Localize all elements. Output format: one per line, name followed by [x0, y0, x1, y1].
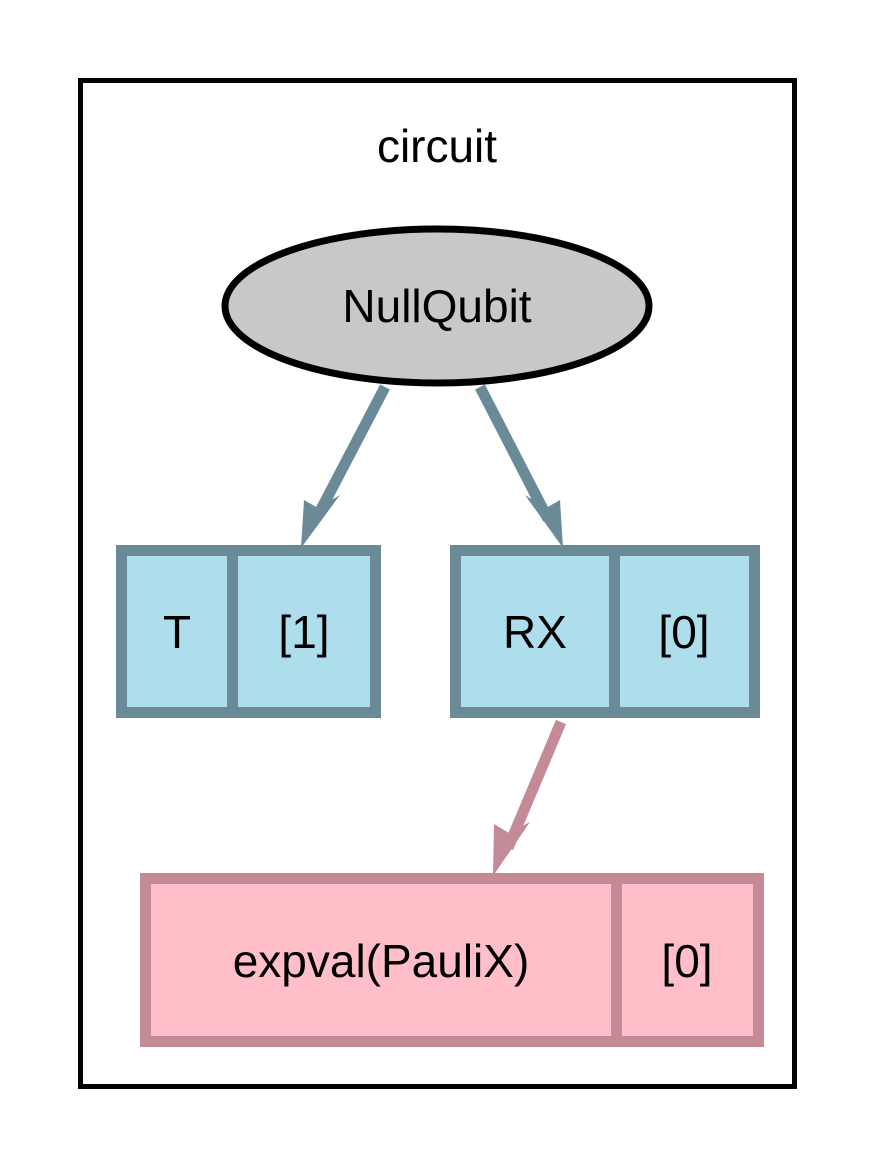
gate-t-cell-name: T [163, 606, 191, 658]
gate-rx-cell-name: RX [503, 606, 567, 658]
node-gate-rx[interactable]: RX [0] [450, 545, 760, 718]
gate-t-cell-wires: [1] [278, 606, 329, 658]
edge-device-to-t-arrowhead [301, 495, 340, 548]
edge-device-to-rx-arrowhead [525, 495, 563, 548]
device-label: NullQubit [342, 280, 531, 332]
measurement-cell-name-bg [151, 884, 611, 1036]
node-gate-t[interactable]: T [1] [116, 545, 381, 718]
gate-t-cell-wires-bg [238, 556, 370, 707]
edge-device-to-t-line [311, 384, 390, 522]
edge-rx-to-expval-line [502, 719, 567, 851]
gate-t-cell-name-bg [127, 556, 227, 707]
edge-device-to-t [301, 384, 390, 548]
gate-rx-cell-name-bg [461, 556, 609, 707]
device-ellipse [221, 225, 653, 387]
gate-rx-cell-wires: [0] [658, 606, 709, 658]
edge-rx-to-expval-arrowhead [493, 822, 530, 876]
measurement-cell-wires: [0] [661, 935, 712, 987]
gate-rx-cell-wires-bg [620, 556, 749, 707]
measurement-cell-wires-bg [622, 884, 753, 1036]
edge-device-to-rx [475, 384, 563, 548]
node-device-nullqubit[interactable]: NullQubit [221, 225, 653, 387]
cluster-title: circuit [377, 120, 497, 172]
edge-rx-to-expval [493, 719, 567, 876]
measurement-cell-name: expval(PauliX) [233, 935, 530, 987]
node-measurement-expval[interactable]: expval(PauliX) [0] [140, 873, 764, 1047]
edge-device-to-rx-line [475, 384, 553, 522]
